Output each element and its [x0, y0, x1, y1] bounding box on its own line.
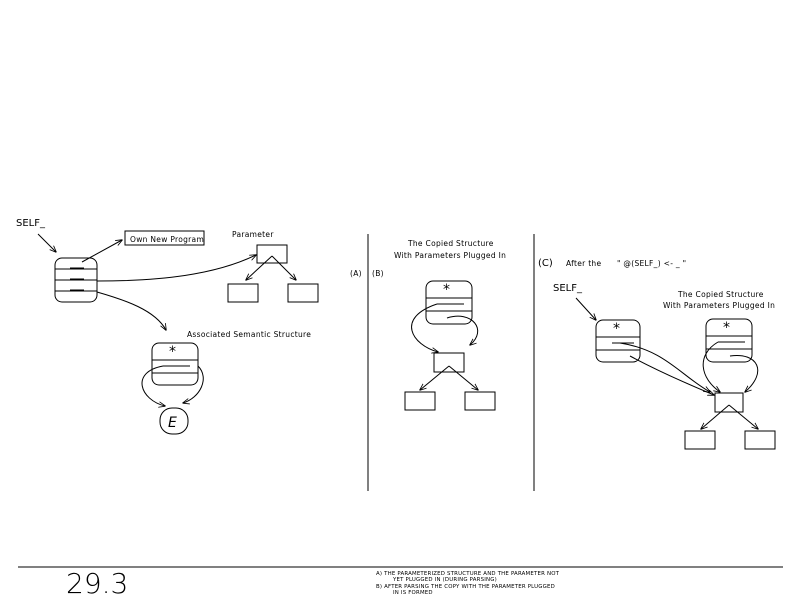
right-leaf-left — [684, 430, 716, 450]
right-self-star: * — [613, 321, 620, 337]
self-label: SELF_ — [16, 218, 46, 229]
after-expression: " @(SELF_) <- _ " — [617, 259, 686, 268]
right-title-line1: The Copied Structure — [677, 290, 764, 299]
param-leaf-left — [227, 283, 259, 303]
arrow-to-semantic — [96, 291, 166, 330]
copied-edge-right — [448, 365, 478, 390]
right-copied-star: * — [723, 320, 730, 336]
e-node-label: E — [168, 415, 177, 431]
right-panel: (C) After the " @(SELF_) <- _ " SELF_ Th… — [538, 258, 776, 450]
arrow-to-parameter — [96, 255, 256, 282]
copied-loop-right — [446, 315, 479, 345]
param-edge-right — [271, 255, 296, 280]
semantic-node — [151, 342, 199, 386]
right-self-node — [595, 319, 641, 363]
left-panel: SELF_ Own New Program Parameter — [16, 218, 319, 435]
right-edge-left — [701, 404, 730, 429]
label-b: (B) — [372, 269, 384, 278]
right-self-to-box-2 — [629, 355, 714, 395]
middle-title-line2: With Parameters Plugged In — [394, 251, 506, 260]
record-node — [54, 257, 98, 303]
right-self-label: SELF_ — [553, 283, 583, 294]
own-program-box — [124, 230, 205, 246]
footer-note-1: A) THE PARAMETERIZED STRUCTURE AND THE P… — [376, 571, 560, 577]
right-copied-node — [705, 318, 753, 363]
right-self-arrow — [575, 297, 596, 320]
right-mid-box — [714, 392, 744, 413]
param-edge-left — [246, 255, 273, 280]
footer-notes: A) THE PARAMETERIZED STRUCTURE AND THE P… — [376, 571, 560, 596]
semantic-star: * — [169, 344, 176, 360]
semantic-label: Associated Semantic Structure — [187, 330, 311, 339]
copied-loop-left — [411, 303, 438, 352]
right-self-to-box-1 — [619, 342, 710, 392]
page-number: 29.3 — [66, 567, 128, 600]
right-leaf-right — [744, 430, 776, 450]
copied-leaf-right — [464, 391, 496, 411]
param-leaf-right — [287, 283, 319, 303]
right-copied-loop-left — [702, 341, 720, 392]
copied-star: * — [443, 282, 450, 298]
copied-leaf-left — [404, 391, 436, 411]
e-node — [159, 407, 189, 435]
middle-panel: (A) (B) The Copied Structure With Parame… — [350, 239, 506, 411]
middle-title-line1: The Copied Structure — [407, 239, 494, 248]
copied-mid-box — [433, 352, 465, 373]
parameter-label: Parameter — [232, 230, 274, 239]
copied-edge-left — [420, 365, 450, 390]
after-label: After the — [566, 259, 601, 268]
own-program-label: Own New Program — [130, 235, 204, 244]
footer-note-2: YET PLUGGED IN (DURING PARSING) — [392, 577, 497, 583]
label-c: (C) — [538, 258, 553, 269]
right-title-line2: With Parameters Plugged In — [663, 301, 775, 310]
self-arrow — [37, 233, 56, 252]
copied-node — [425, 280, 473, 325]
footer-note-4: IN IS FORMED — [393, 590, 433, 596]
right-edge-right — [728, 404, 758, 429]
semantic-loop-right — [183, 365, 204, 403]
arrow-to-own-program — [81, 240, 122, 263]
semantic-loop-left — [141, 365, 165, 406]
label-a: (A) — [350, 269, 362, 278]
footer-note-3: B) AFTER PARSING THE COPY WITH THE PARAM… — [376, 584, 555, 590]
parameter-root-box — [256, 244, 288, 264]
right-copied-loop-right — [729, 354, 759, 392]
